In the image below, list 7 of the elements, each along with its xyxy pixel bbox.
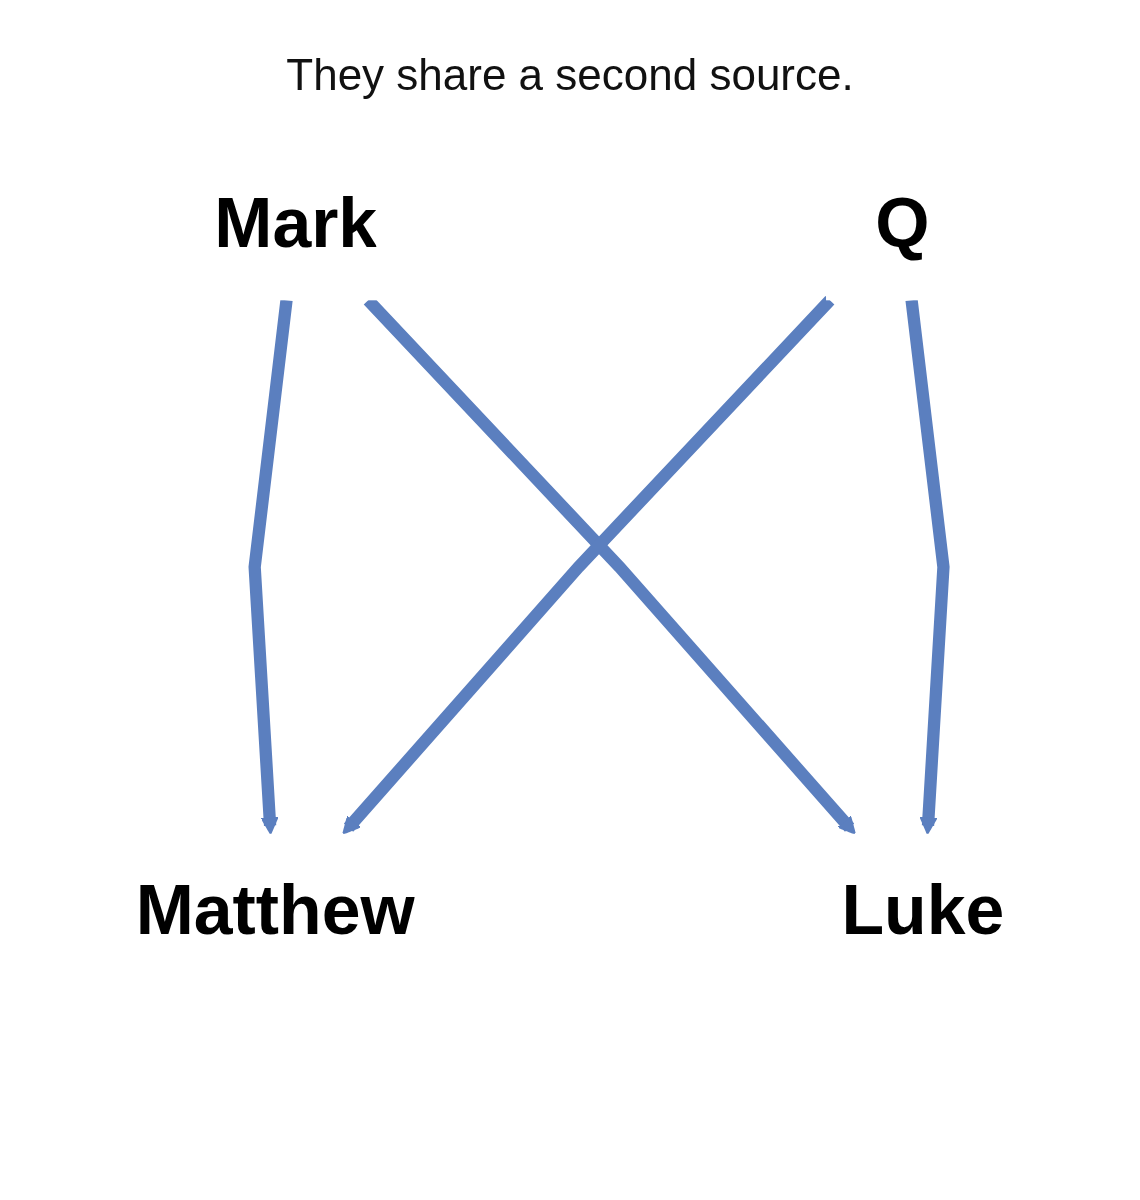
node-text: Luke: [841, 870, 1005, 949]
node-text: Q: [875, 183, 930, 262]
title: They share a second source.: [286, 50, 854, 100]
node-text: Mark: [214, 183, 378, 262]
arrow: [905, 299, 950, 835]
arrow: [248, 299, 293, 835]
node-text: Matthew: [135, 870, 415, 949]
